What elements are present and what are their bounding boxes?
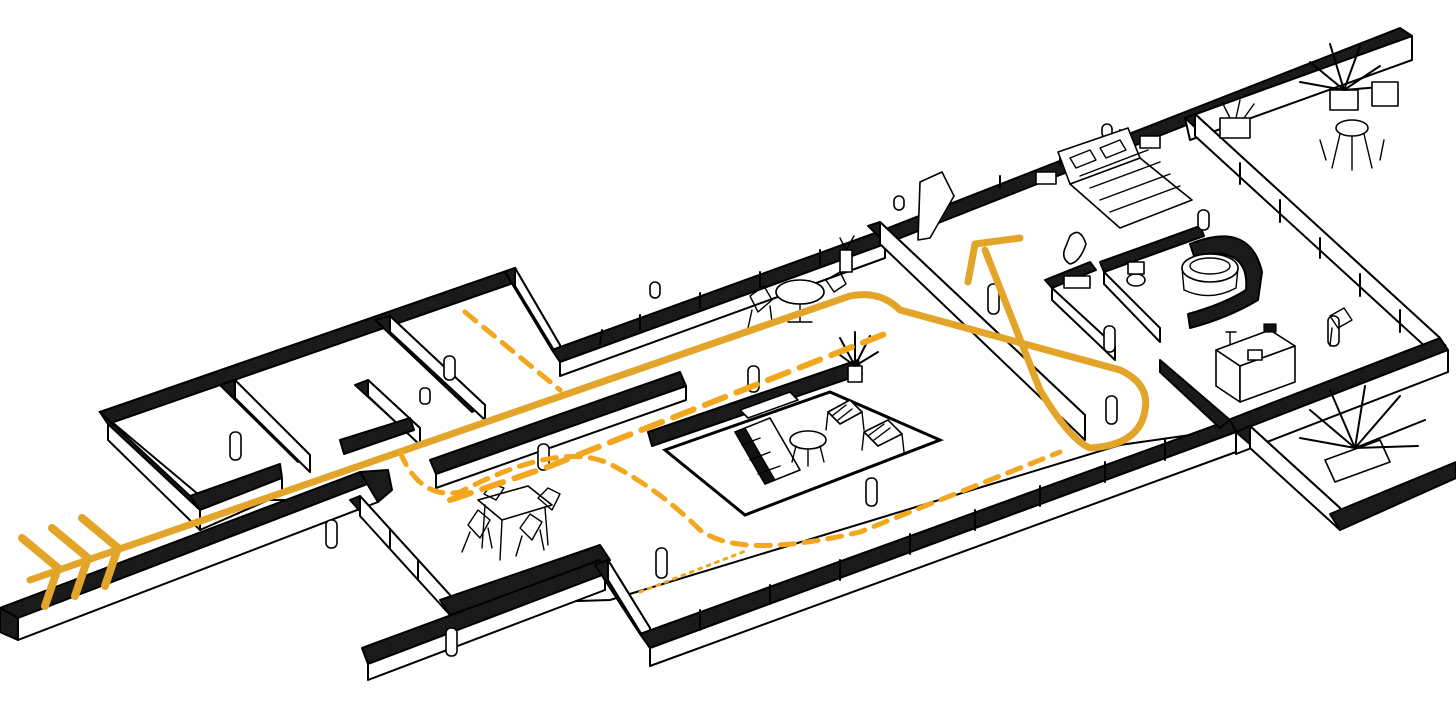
route-tertiary-path [397,309,1063,548]
table-icon [789,430,827,467]
outer-walls [0,27,1456,681]
chair-icon [1329,307,1353,347]
nightstand-icon [1139,135,1161,149]
column-icon [1103,325,1116,353]
terrace-bottom-right [1299,385,1426,483]
chair-icon [461,509,493,553]
column-icon [419,387,431,405]
column-icon [325,519,338,549]
plant-icon [1299,43,1393,111]
column-icon [649,281,661,299]
plant-icon [1299,385,1426,483]
bed-icon [1057,127,1193,229]
column-icon [987,283,1000,315]
route-secondary-path [447,329,893,503]
kitchen-counter-icon [1215,323,1296,403]
bathtub-icon [1181,253,1239,297]
left-rooms [419,387,431,405]
routes-layer [18,234,1150,610]
bedroom [917,127,1193,241]
toilet-icon [1126,261,1146,287]
nightstand-icon [1035,171,1057,185]
dining-area [461,483,561,561]
plant-icon [839,235,855,273]
column-icon [229,431,242,461]
mirror-icon [917,171,955,241]
table-icon [1319,119,1385,171]
table-icon [477,485,553,561]
column-icon [655,547,668,579]
kitchen [1215,307,1353,403]
route-arrowhead-icon [964,234,1024,286]
column-icon [893,195,905,211]
route-main-path [26,246,1150,584]
sink-icon [1062,231,1091,289]
column-icon [865,477,878,507]
chair-icon [861,419,905,453]
bench-icon [739,391,799,419]
reading-nook [747,235,855,329]
plant-icon [1219,99,1255,139]
chair-icon [825,271,847,293]
planter-box-icon [1371,81,1399,107]
bathroom [1062,231,1239,297]
chair-icon [537,487,561,511]
plant-icon [835,331,879,383]
entrance-chevrons-icon [18,534,62,610]
column-icon [443,355,456,381]
column-icon [1197,209,1210,231]
route-minor-path [638,548,750,594]
living-rug [661,390,944,517]
sofa-icon [734,417,801,485]
chair-icon [825,399,865,431]
column-icon [445,627,458,657]
columns [229,123,1340,657]
entrance-chevrons-icon [48,524,92,600]
terrace-top-right [1219,43,1399,171]
chair-icon [515,513,545,557]
bath-curved-wall [1187,235,1263,329]
living-area [661,331,944,517]
chair-icon [747,285,773,329]
entrance-chevrons-icon [78,514,122,590]
column-icon [1105,395,1118,425]
